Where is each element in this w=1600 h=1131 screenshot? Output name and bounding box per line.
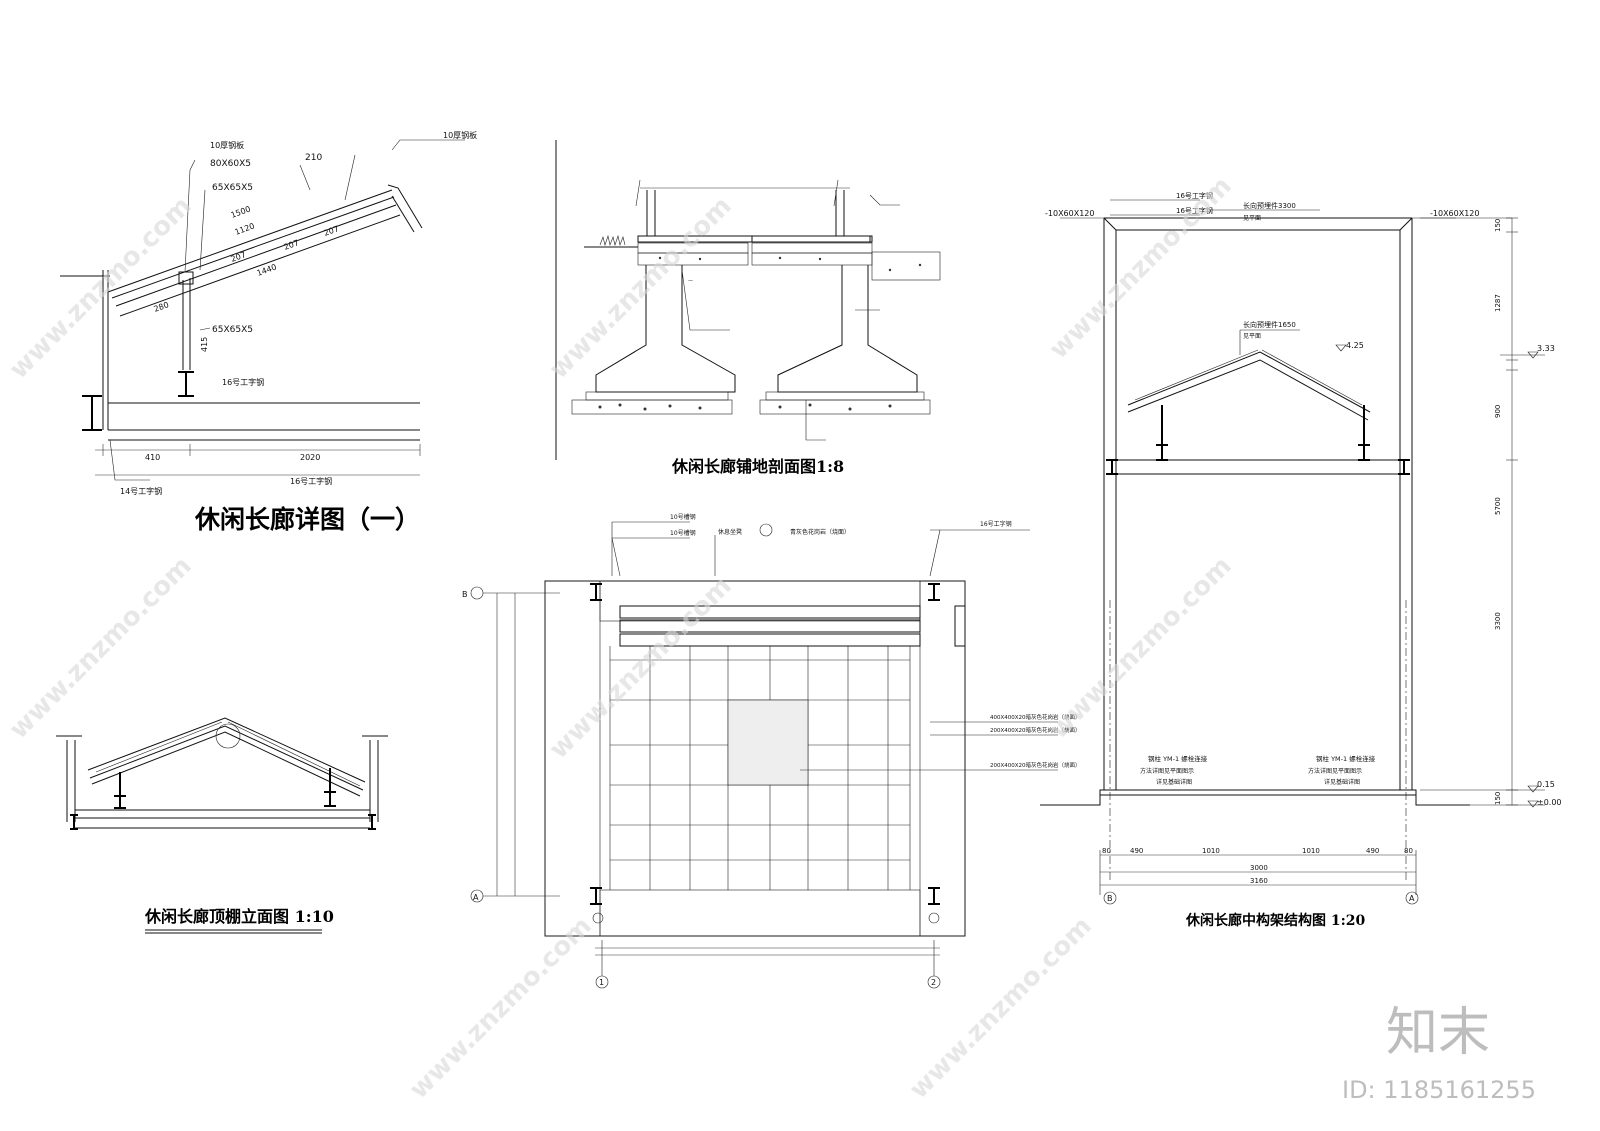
mf-top-label-2: 16号工字钢 <box>1176 206 1213 215</box>
d1-label-1: 10厚钢板 <box>210 140 244 150</box>
d1-label-7: 1440 <box>256 262 278 277</box>
watermark-1: www.znzmo.com <box>4 191 198 385</box>
d1-label-9: 207 <box>283 238 300 252</box>
plan-callout-1: 400X400X20暗灰色花岗岩（烧面） <box>990 713 1081 721</box>
mf-top-label-1: 16号工字钢 <box>1176 191 1213 200</box>
plan-axis-1: 1 <box>599 978 604 987</box>
brand-logo: 知末 <box>1386 1003 1490 1063</box>
mf-axis-a: A <box>1409 894 1415 903</box>
mf-note-l3: 详见基础详图 <box>1156 778 1192 786</box>
plan-label-2: 10号槽钢 <box>670 529 696 537</box>
mf-bdim-8: 3160 <box>1250 877 1268 885</box>
plan-callout-2: 200X400X20暗灰色花岗岩（烧面） <box>990 726 1081 734</box>
d1-dim-1: 410 <box>145 453 160 462</box>
svg-text:—: — <box>688 278 693 284</box>
detail-1-drawing: 10厚钢板 80X60X5 65X65X5 210 1500 1120 1440… <box>60 130 477 496</box>
mf-note-r2: 方法详图见平面图示 <box>1308 767 1362 775</box>
plan-callout-3: 200X400X20暗灰色花岗岩（烧面） <box>990 761 1081 769</box>
title-detail-1: 休闲长廊详图（一） <box>194 505 420 534</box>
mf-top-label-7: 长向预埋件1650 <box>1243 320 1296 329</box>
mf-bdim-4: 1010 <box>1302 847 1320 855</box>
mf-rdim-6: 150 <box>1494 792 1502 805</box>
title-roof-elevation: 休闲长廊顶棚立面图 1:10 <box>144 907 334 926</box>
mf-bdim-6: 80 <box>1404 847 1413 855</box>
d1-label-3: 65X65X5 <box>212 183 253 193</box>
mf-rdim-2: 1287 <box>1494 294 1502 312</box>
mid-frame-drawing <box>1040 199 1545 905</box>
mf-rdim-4: 5700 <box>1494 497 1502 515</box>
d1-label-6: 1120 <box>234 221 256 236</box>
watermark-6: www.znzmo.com <box>1044 551 1238 745</box>
plan-label-5: 16号工字钢 <box>980 520 1012 528</box>
mf-top-label-6: 见平面 <box>1243 215 1261 222</box>
plan-axis-2: 2 <box>931 978 936 987</box>
roof-elevation-drawing <box>56 717 388 830</box>
title-paving-section: 休闲长廊铺地剖面图1:8 <box>671 457 844 476</box>
watermark-layer: www.znzmo.com www.znzmo.com www.znzmo.co… <box>4 171 1238 1105</box>
watermark-7: www.znzmo.com <box>404 911 598 1105</box>
mf-rdim-1: 150 <box>1494 219 1502 232</box>
d1-label-4: 210 <box>305 153 322 163</box>
mf-note-l1: 钢柱 YM-1 螺栓连接 <box>1148 754 1208 763</box>
mf-note-r3: 详见基础详图 <box>1324 778 1360 786</box>
plan-label-3: 休息坐凳 <box>718 528 742 536</box>
d1-label-10: 207 <box>323 224 340 238</box>
watermark-5: www.znzmo.com <box>544 571 738 765</box>
watermark-8: www.znzmo.com <box>904 911 1098 1105</box>
paving-section-drawing: — <box>555 140 941 460</box>
mf-bdim-3: 1010 <box>1202 847 1220 855</box>
mf-bdim-2: 490 <box>1130 847 1143 855</box>
brand-id: ID: 1185161255 <box>1342 1076 1536 1104</box>
plan-label-4: 青灰色花岗岩（烧面） <box>790 528 850 536</box>
d1-label-15: 14号工字钢 <box>120 486 162 496</box>
mf-axis-b: B <box>1107 894 1113 903</box>
mf-elev-2: 4.25 <box>1346 341 1364 350</box>
d1-label-16: 10厚钢板 <box>443 130 477 140</box>
mf-top-label-8: 见平面 <box>1243 333 1261 340</box>
watermark-2: www.znzmo.com <box>544 191 738 385</box>
mf-top-label-3: -10X60X120 <box>1045 209 1094 218</box>
title-mid-frame: 休闲长廊中构架结构图 1:20 <box>1185 912 1366 929</box>
mf-bdim-7: 3000 <box>1250 864 1268 872</box>
d1-label-2: 80X60X5 <box>210 159 251 169</box>
d1-label-14: 16号工字钢 <box>222 377 264 387</box>
mf-bdim-1: 80 <box>1102 847 1111 855</box>
mf-top-label-5: 长向预埋件3300 <box>1243 201 1296 210</box>
watermark-4: www.znzmo.com <box>4 551 198 745</box>
mf-elev-3: 0.15 <box>1537 780 1555 789</box>
mf-rdim-3: 900 <box>1494 405 1502 418</box>
plan-axis-b: B <box>462 590 468 599</box>
d1-label-5: 1500 <box>230 204 252 219</box>
mf-rdim-5: 3300 <box>1494 612 1502 630</box>
d1-label-13: 65X65X5 <box>212 325 253 335</box>
d1-label-beam: 16号工字钢 <box>290 476 332 486</box>
d1-label-12: 415 <box>200 337 209 352</box>
d1-dim-2: 2020 <box>300 453 320 462</box>
plan-axis-a: A <box>473 893 479 902</box>
mf-elev-1: 3.33 <box>1537 344 1555 353</box>
paving-plan-drawing <box>470 521 1058 989</box>
mf-bdim-5: 490 <box>1366 847 1379 855</box>
plan-label-1: 10号槽钢 <box>670 513 696 521</box>
mf-note-r1: 钢柱 YM-1 螺栓连接 <box>1316 754 1376 763</box>
mf-top-label-4: -10X60X120 <box>1430 209 1479 218</box>
mf-note-l2: 方法详图见平面图示 <box>1140 767 1194 775</box>
mf-elev-4: ±0.00 <box>1537 798 1562 807</box>
d1-label-11: 280 <box>153 300 170 314</box>
